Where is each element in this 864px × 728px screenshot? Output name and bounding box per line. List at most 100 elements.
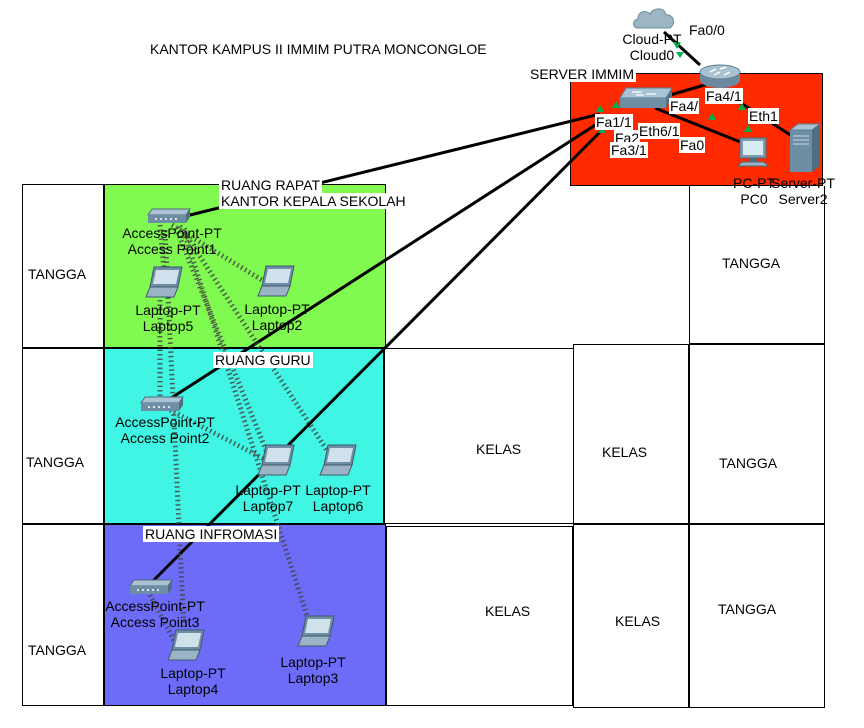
link-switch-ap3 (145, 130, 602, 589)
port-indicator-6 (744, 125, 752, 132)
laptop-3-icon[interactable] (296, 614, 342, 650)
class-label-4: KELAS (615, 613, 661, 629)
port-label-eth61: Eth6/1 (638, 123, 681, 139)
wlink-ap1-laptop7 (173, 227, 273, 461)
wlink-ap1-laptop5 (157, 224, 168, 283)
ap2-label: AccessPoint-PT Access Point2 (115, 414, 215, 446)
class-label-3: KELAS (485, 603, 531, 619)
wlink-ap2-laptop7 (168, 407, 272, 465)
room-ruang-guru (104, 348, 384, 524)
port-label-eth1: Eth1 (748, 108, 779, 124)
room-stairs-right-3 (689, 524, 825, 708)
port-indicator-3 (612, 101, 620, 108)
server-name: Server2 (778, 191, 828, 207)
laptop7-name: Laptop7 (242, 498, 294, 514)
switch-icon[interactable] (618, 86, 674, 110)
server-type: Server-PT (771, 175, 835, 191)
access-point-2-icon[interactable] (139, 395, 185, 413)
room-stairs-left-3 (22, 524, 104, 706)
room-stairs-left-1 (22, 184, 104, 348)
ap1-name: Access Point1 (127, 241, 217, 257)
wlink-ap3-laptop4 (147, 593, 183, 654)
access-point-1-icon[interactable] (146, 207, 192, 225)
laptop7-type: Laptop-PT (235, 482, 301, 498)
wlink-ap1-laptop6 (177, 224, 333, 457)
room-label-rapat-1: RUANG RAPAT (219, 177, 323, 193)
port-label-fa0: Fa0 (679, 137, 706, 153)
laptop2-type: Laptop-PT (244, 301, 310, 317)
port-indicator-8 (738, 103, 746, 110)
ap2-type: AccessPoint-PT (115, 414, 215, 430)
room-label-guru: RUANG GURU (213, 352, 313, 368)
port-indicator-2 (676, 52, 684, 58)
laptop5-label: Laptop-PT Laptop5 (135, 302, 200, 334)
laptop4-label: Laptop-PT Laptop4 (160, 665, 225, 697)
laptop2-name: Laptop2 (251, 317, 303, 333)
stairs-label-right-1: TANGGA (722, 255, 781, 271)
wlink-ap1-laptop3 (181, 231, 313, 626)
stairs-label-right-3: TANGGA (718, 601, 777, 617)
router-icon[interactable] (698, 64, 742, 90)
port-indicator-7 (708, 113, 716, 120)
ap1-type: AccessPoint-PT (122, 225, 222, 241)
laptop-4-icon[interactable] (166, 628, 212, 664)
room-class-4 (573, 524, 689, 708)
room-ruang-informasi (104, 524, 386, 706)
stairs-label-left-3: TANGGA (28, 642, 87, 658)
pc-icon[interactable] (736, 136, 770, 170)
wlink-ap1-laptop4 (162, 229, 188, 653)
port-indicator-1 (673, 42, 681, 49)
class-label-1: KELAS (476, 441, 522, 457)
laptop7-label: Laptop-PT Laptop7 (235, 482, 300, 514)
room-stairs-left-2 (22, 348, 104, 524)
server-icon[interactable] (786, 122, 822, 174)
laptop6-name: Laptop6 (312, 498, 364, 514)
laptop-7-icon[interactable] (256, 443, 302, 479)
pc-name: PC0 (740, 191, 768, 207)
cloud-type: Cloud-PT (622, 31, 682, 47)
stairs-label-left-2: TANGGA (26, 454, 85, 470)
room-class-2 (573, 344, 689, 524)
cloud-name: Cloud0 (629, 47, 675, 63)
room-stairs-right-1 (689, 186, 825, 344)
ap3-type: AccessPoint-PT (105, 598, 205, 614)
laptop4-type: Laptop-PT (160, 665, 226, 681)
ap1-label: AccessPoint-PT Access Point1 (122, 225, 222, 257)
laptop-5-icon[interactable] (144, 265, 190, 301)
server-area-label: SERVER IMMIM (528, 66, 636, 82)
port-label-fa11: Fa1/1 (595, 114, 633, 130)
port-label-fa31: Fa3/1 (610, 142, 648, 158)
class-label-2: KELAS (602, 444, 648, 460)
link-switch-pc (654, 106, 749, 147)
laptop3-label: Laptop-PT Laptop3 (280, 654, 345, 686)
link-cloud-router (662, 30, 702, 67)
stairs-label-left-1: TANGGA (28, 266, 87, 282)
cloud-icon[interactable] (630, 4, 678, 32)
ap3-label: AccessPoint-PT Access Point3 (105, 598, 205, 630)
pc-type: PC-PT (733, 175, 775, 191)
stairs-label-right-2: TANGGA (719, 455, 778, 471)
wlink-ap1-laptop2 (170, 222, 272, 288)
laptop-6-icon[interactable] (318, 443, 364, 479)
laptop6-label: Laptop-PT Laptop6 (305, 482, 370, 514)
laptop5-type: Laptop-PT (135, 302, 201, 318)
laptop-2-icon[interactable] (256, 264, 302, 300)
port-label-fa41: Fa4/1 (705, 88, 743, 104)
ap3-name: Access Point3 (110, 614, 200, 630)
laptop3-name: Laptop3 (287, 670, 339, 686)
room-class-3 (386, 526, 573, 706)
laptop2-label: Laptop-PT Laptop2 (244, 301, 309, 333)
room-label-informasi: RUANG INFROMASI (143, 526, 280, 542)
ap2-name: Access Point2 (120, 430, 210, 446)
port-label-fa4-switch: Fa4/ (669, 98, 700, 114)
room-label-rapat-2: KANTOR KEPALA SEKOLAH (219, 193, 408, 209)
pc-label: PC-PT PC0 (733, 175, 775, 207)
cloud-label: Cloud-PT Cloud0 (622, 31, 681, 63)
laptop4-name: Laptop4 (167, 681, 219, 697)
port-indicator-4 (596, 105, 604, 112)
laptop6-type: Laptop-PT (305, 482, 371, 498)
access-point-3-icon[interactable] (128, 578, 174, 596)
server-label: Server-PT Server2 (771, 175, 835, 207)
laptop3-type: Laptop-PT (280, 654, 346, 670)
